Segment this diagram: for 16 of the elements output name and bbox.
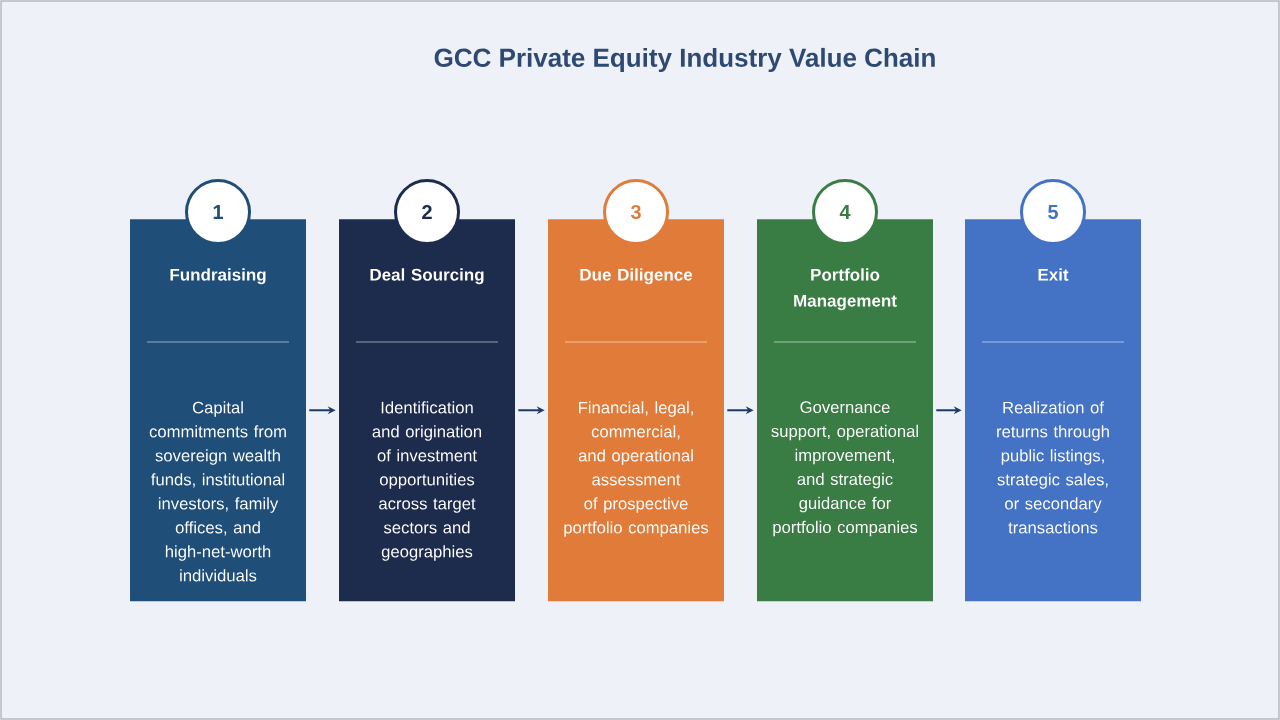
step-box (548, 219, 724, 602)
step-heading: Exit (1038, 268, 1069, 281)
step-box (130, 219, 306, 602)
step-heading: Due Diligence (580, 268, 693, 285)
title: GCC Private Equity Industry Value Chain (434, 47, 935, 73)
step-heading: Deal Sourcing (370, 268, 484, 285)
step-description: Realization of returns through public listings, strategic sales, or secondary transactions (997, 401, 1109, 534)
step-description: Governance support, operational improvement, and strategic guidance for portfolio companies (771, 401, 918, 537)
step-heading: Portfolio Management (794, 268, 897, 311)
step-description: Identification and origination of investment opportunities across target sectors and geographies (372, 401, 481, 561)
step-heading: Fundraising (170, 268, 266, 285)
step-box (965, 219, 1141, 602)
step-description: Financial, legal, commercial, and operational assessment of prospective portfolio companies (564, 401, 709, 537)
step-box (339, 219, 515, 602)
step-box (757, 219, 933, 602)
step-description: Capital commitments from sovereign wealth funds, institutional investors, family offices, and high-net-worth individuals (149, 401, 286, 582)
